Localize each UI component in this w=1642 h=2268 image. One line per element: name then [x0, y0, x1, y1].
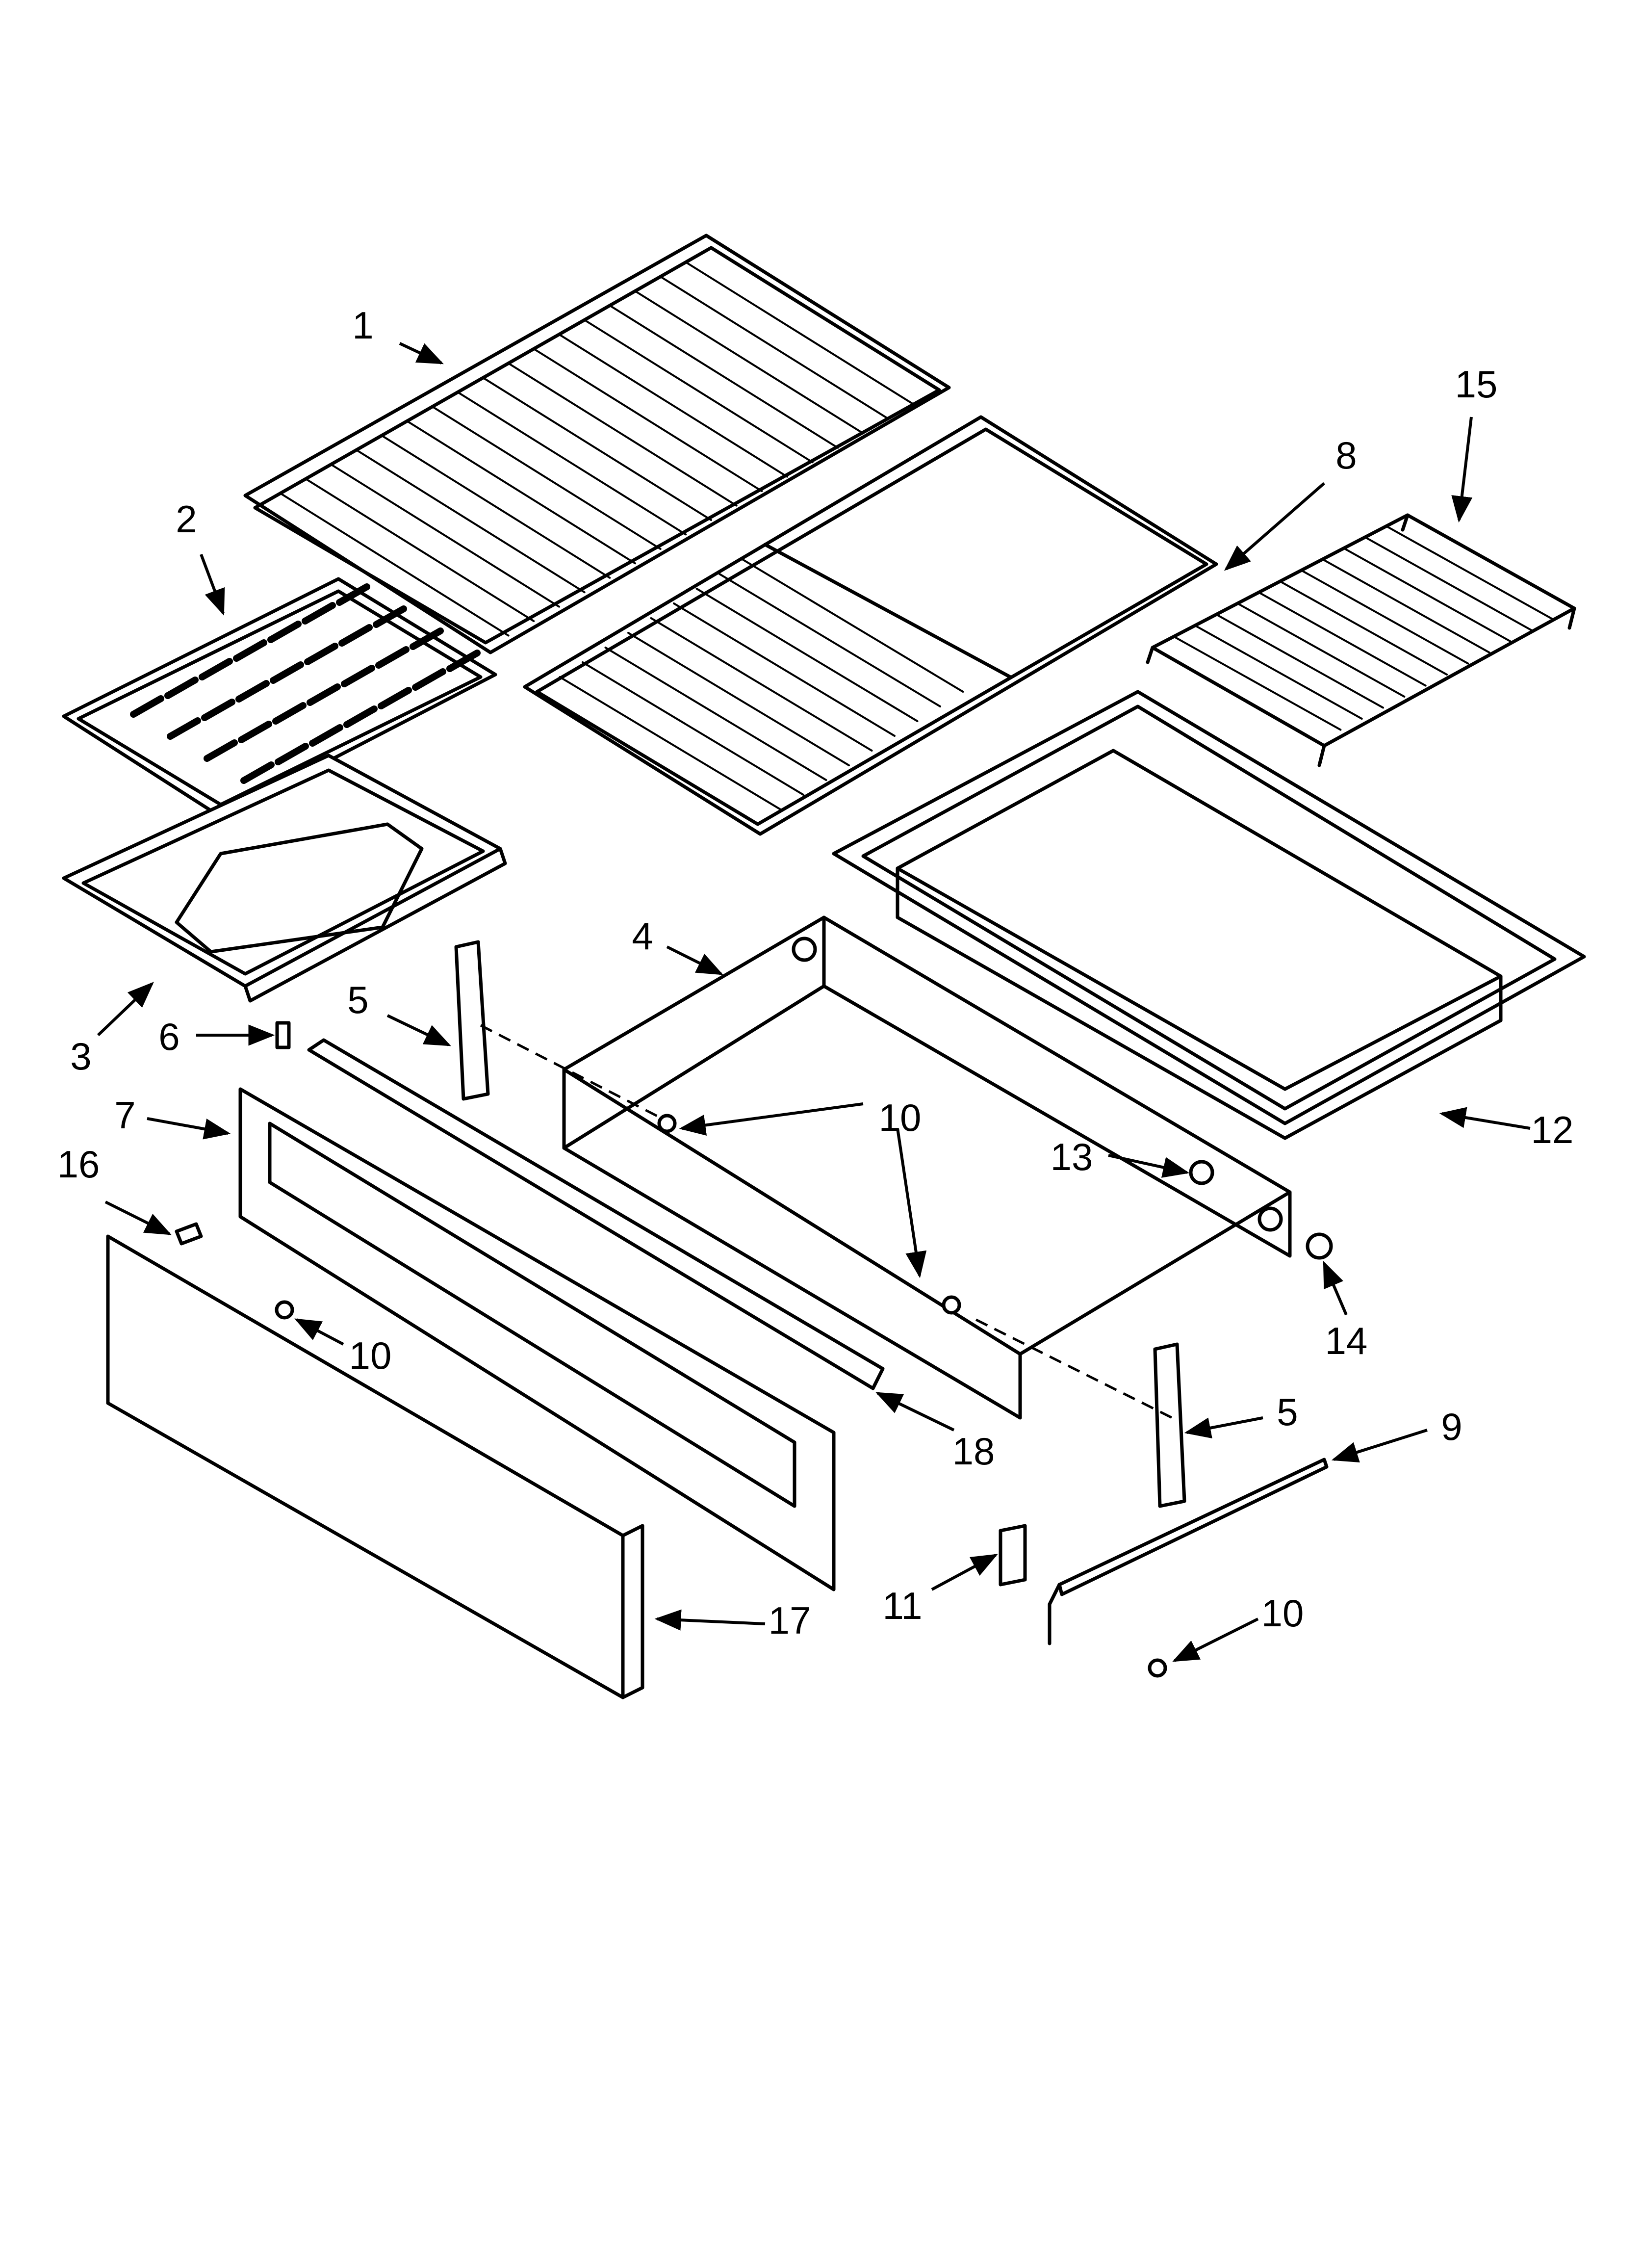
- small-rack-part-15: [1146, 513, 1576, 767]
- callout-5-upper: 5: [347, 978, 368, 1021]
- screw-part-10-b: [942, 1295, 961, 1315]
- roller-part-14: [1306, 1232, 1333, 1260]
- clip-part-16: [175, 1222, 203, 1246]
- drawer-front-part-7: [238, 1087, 836, 1591]
- callout-10-c: 10: [1261, 1591, 1304, 1635]
- drawer-liner-part-12: [832, 690, 1586, 1140]
- callout-11: 11: [883, 1584, 923, 1627]
- trim-strip-part-18: [307, 1038, 885, 1390]
- callout-3: 3: [70, 1035, 91, 1078]
- callout-4: 4: [632, 914, 653, 958]
- drawer-slide-part-5-lower: [1153, 1342, 1186, 1508]
- rear-bracket-part-9: [1048, 1458, 1329, 1645]
- callout-2: 2: [176, 497, 197, 541]
- callout-8: 8: [1335, 434, 1357, 477]
- drawer-body-part-4: [562, 915, 1292, 1420]
- broiler-pan-part-3: [62, 754, 507, 1003]
- screw-part-10-a: [657, 1114, 677, 1133]
- screw-part-10-d: [1148, 1658, 1167, 1678]
- callout-14: 14: [1325, 1319, 1368, 1362]
- callout-1: 1: [352, 304, 373, 347]
- oven-rack-part-1: [243, 234, 951, 654]
- callout-9: 9: [1441, 1405, 1462, 1448]
- nut-part-13: [1189, 1160, 1214, 1185]
- stud-part-6: [275, 1021, 291, 1049]
- callout-10-a: 10: [879, 1096, 922, 1139]
- clip-part-11: [999, 1524, 1027, 1587]
- half-rack-part-8: [523, 415, 1218, 836]
- outer-panel-part-17: [106, 1234, 644, 1699]
- callout-5-lower: 5: [1277, 1390, 1298, 1434]
- callout-16: 16: [57, 1143, 100, 1186]
- screw-part-10-c: [275, 1300, 294, 1320]
- callout-7: 7: [114, 1094, 135, 1137]
- callout-13: 13: [1051, 1135, 1093, 1178]
- callout-6: 6: [158, 1015, 180, 1058]
- drawer-slide-part-5-upper: [454, 940, 490, 1101]
- broiler-grid-part-2: [62, 577, 497, 819]
- callout-15: 15: [1455, 363, 1498, 406]
- callout-10-b: 10: [349, 1334, 392, 1377]
- callout-18: 18: [952, 1430, 995, 1473]
- callout-17: 17: [769, 1599, 811, 1642]
- callout-12: 12: [1531, 1108, 1574, 1151]
